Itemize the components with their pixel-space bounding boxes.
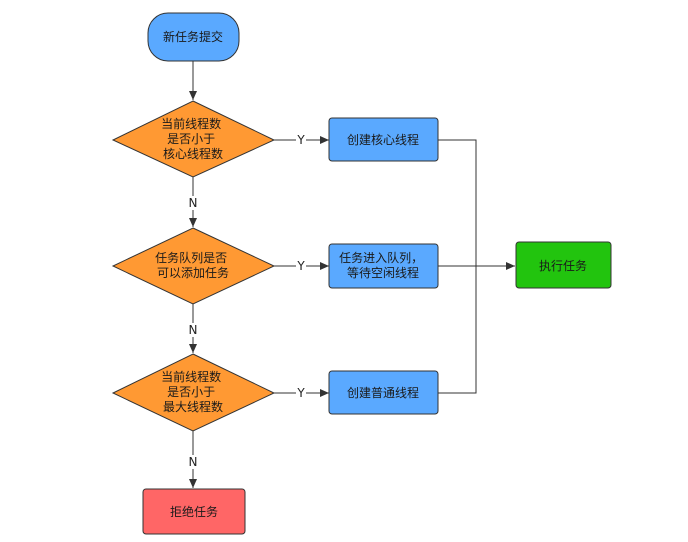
svg-text:新任务提交: 新任务提交 [163, 29, 223, 44]
node-check-max-line-3: 最大线程数 [163, 399, 223, 414]
node-enqueue-line-1: 任务进入队列， [339, 250, 423, 265]
edge-create-core-to-merge [438, 139, 477, 266]
node-create-core-shape [328, 117, 439, 162]
svg-text:执行任务: 执行任务 [539, 258, 587, 273]
node-check-core-line-1: 当前线程数 [161, 116, 221, 131]
node-enqueue: 任务进入队列， 等待空闲线程 [328, 243, 439, 289]
node-check-core-line-3: 核心线程数 [163, 146, 223, 161]
node-execute: 执行任务 [515, 241, 612, 289]
edge-labels: Y N Y N Y N [187, 133, 306, 469]
svg-text:任务进入队列， 等待空闲线程: 任务进入队列， 等待空闲线程 [339, 250, 427, 280]
node-check-max: 当前线程数 是否小于 最大线程数 [111, 353, 276, 432]
node-create-normal-shape [328, 370, 439, 415]
node-check-queue-shape [111, 227, 276, 305]
node-reject: 拒绝任务 [142, 488, 246, 535]
node-check-max-line-1: 当前线程数 [161, 369, 221, 384]
node-execute-line-1: 执行任务 [539, 258, 587, 273]
node-check-core-shape [111, 100, 276, 178]
svg-text:创建核心线程: 创建核心线程 [347, 132, 419, 147]
edge-create-normal-to-merge [438, 266, 477, 394]
label-core-yes: Y [296, 133, 305, 147]
svg-text:拒绝任务: 拒绝任务 [170, 504, 218, 519]
label-max-no: N [189, 455, 198, 469]
node-start-line-1: 新任务提交 [163, 29, 223, 44]
node-create-core: 创建核心线程 [328, 117, 439, 162]
node-create-core-line-1: 创建核心线程 [347, 132, 419, 147]
node-check-queue-line-1: 任务队列是否 [155, 250, 227, 265]
svg-text:当前线程数 是否小于 核心线程数: 当前线程数 是否小于 核心线程数 [161, 116, 225, 161]
node-start-shape [147, 12, 240, 62]
node-enqueue-shape [328, 243, 439, 289]
node-check-core: 当前线程数 是否小于 核心线程数 [111, 100, 276, 178]
node-execute-shape [515, 241, 612, 289]
node-reject-line-1: 拒绝任务 [170, 504, 218, 519]
node-check-queue: 任务队列是否 可以添加任务 [111, 227, 276, 305]
node-create-normal: 创建普通线程 [328, 370, 439, 415]
node-start: 新任务提交 [147, 12, 240, 62]
svg-text:当前线程数 是否小于 最大线程数: 当前线程数 是否小于 最大线程数 [161, 369, 225, 414]
node-enqueue-line-2: 等待空闲线程 [347, 265, 419, 280]
label-queue-no: N [189, 323, 198, 337]
node-check-core-line-2: 是否小于 [167, 132, 215, 146]
label-max-yes: Y [296, 386, 305, 400]
node-check-max-shape [111, 353, 276, 432]
node-reject-shape [142, 488, 246, 535]
label-core-no: N [189, 196, 198, 210]
node-create-normal-line-1: 创建普通线程 [347, 385, 419, 400]
svg-text:任务队列是否 可以添加任务: 任务队列是否 可以添加任务 [155, 250, 231, 280]
node-check-max-line-2: 是否小于 [167, 385, 215, 399]
svg-text:创建普通线程: 创建普通线程 [347, 385, 419, 400]
label-queue-yes: Y [296, 259, 305, 273]
node-check-queue-line-2: 可以添加任务 [157, 265, 229, 280]
